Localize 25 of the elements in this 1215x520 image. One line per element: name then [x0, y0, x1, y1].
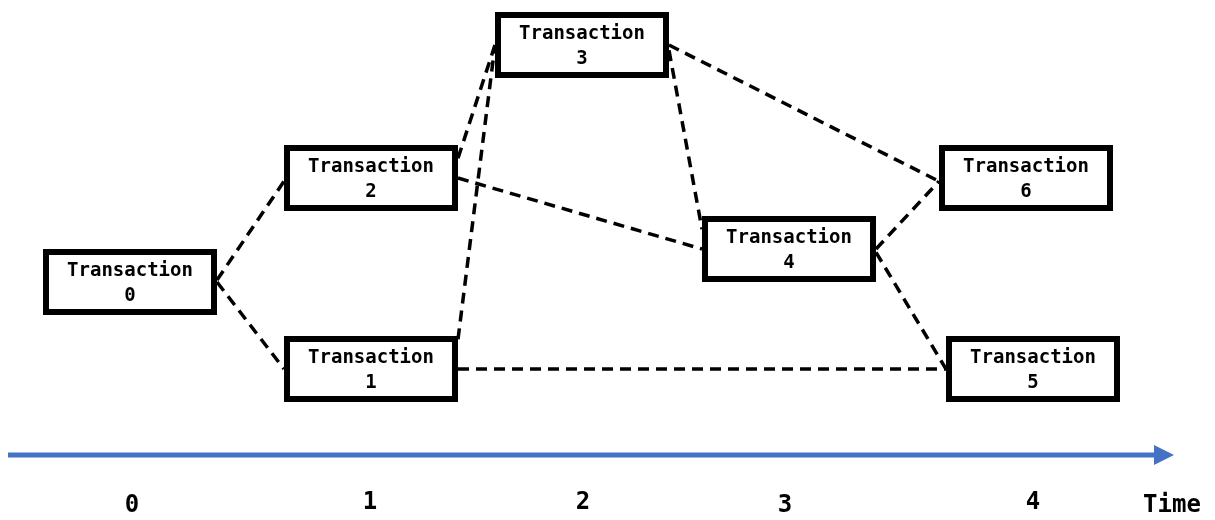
connector-line	[456, 44, 497, 340]
node-text: Transaction 6	[962, 153, 1090, 203]
node-text: Transaction 5	[969, 344, 1097, 394]
transaction-box	[284, 336, 458, 402]
connector-line	[458, 367, 946, 371]
node-text: Transaction 1	[307, 344, 435, 394]
connector-line	[456, 44, 497, 159]
axis-title: Time	[1143, 490, 1201, 518]
tick-label: 3	[777, 490, 793, 518]
node-text: Transaction 3	[518, 20, 646, 70]
tick-label: 2	[575, 487, 591, 515]
tick-label: 0	[124, 490, 140, 518]
node-text: Transaction 0	[66, 257, 194, 307]
node-text: Transaction 4	[725, 224, 853, 274]
tick-label: 1	[362, 487, 378, 515]
transaction-box	[946, 336, 1120, 402]
transaction-box	[43, 249, 217, 315]
tick-label: 4	[1025, 487, 1041, 515]
transaction-box	[495, 12, 669, 78]
transaction-box	[284, 145, 458, 211]
connector-line	[668, 43, 940, 183]
transaction-box	[939, 145, 1113, 211]
node-text: Transaction 2	[307, 153, 435, 203]
connector-line	[457, 176, 703, 251]
transaction-box	[702, 216, 876, 282]
